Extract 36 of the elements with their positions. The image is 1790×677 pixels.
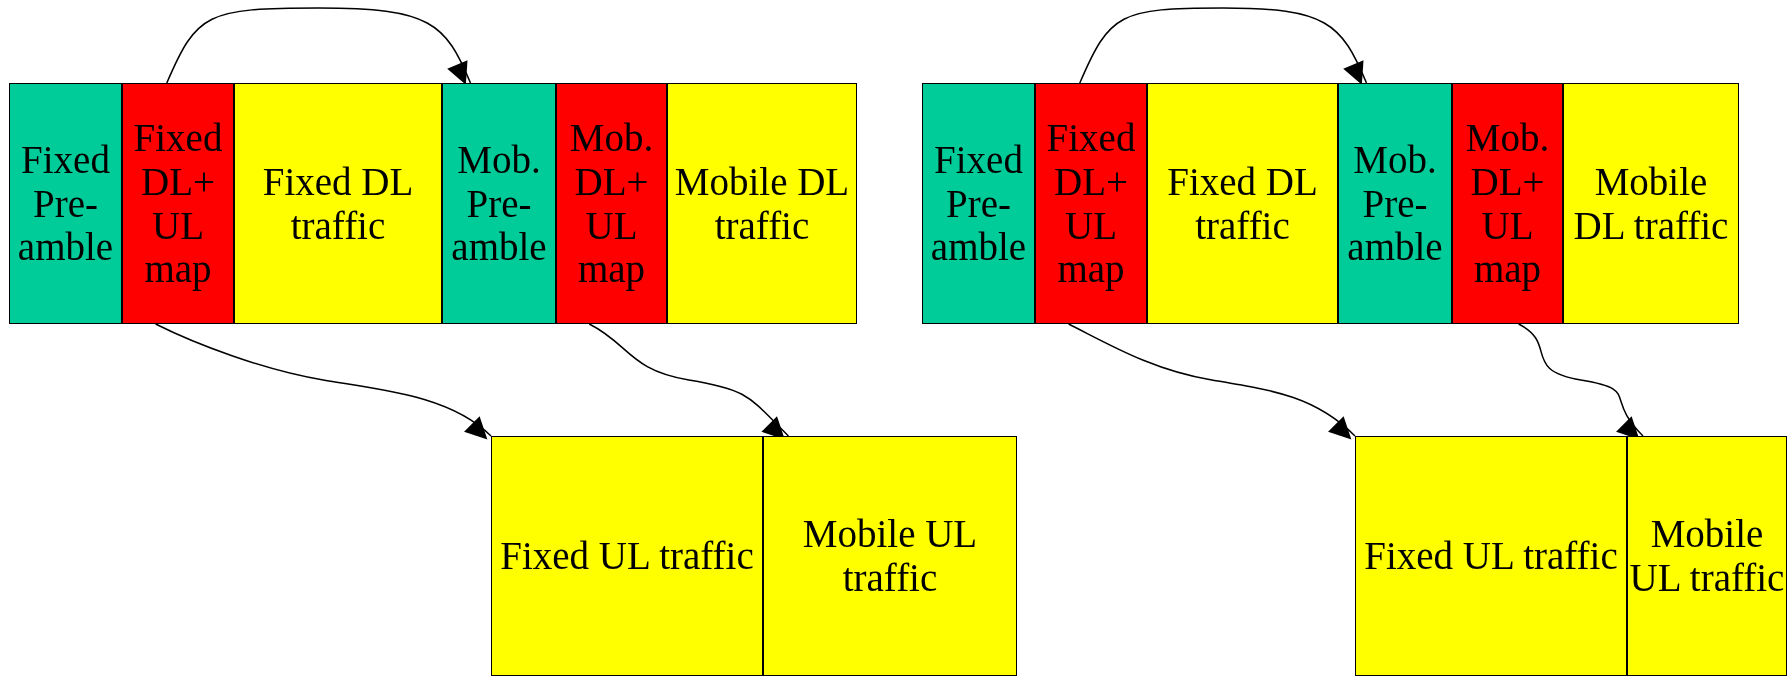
traffic-block xyxy=(1627,436,1787,676)
preamble-block xyxy=(922,83,1035,324)
traffic-block xyxy=(1355,436,1627,676)
block-label: Fixed Pre- amble xyxy=(929,138,1028,269)
block-label: Fixed DL+ UL map xyxy=(132,116,224,291)
block-label: Fixed DL traffic xyxy=(1166,159,1319,248)
block-label: Mob. Pre- amble xyxy=(1346,138,1444,269)
block-label: Fixed Pre- amble xyxy=(16,138,115,269)
block-label: Mobile DL traffic xyxy=(1572,159,1730,248)
arrow xyxy=(166,7,472,85)
arrow xyxy=(1067,323,1356,440)
map-block xyxy=(1035,83,1147,324)
map-block xyxy=(1452,83,1563,324)
block-label: Fixed DL traffic xyxy=(261,159,415,248)
map-block xyxy=(556,83,667,324)
block-label: Mob. DL+ UL map xyxy=(1464,116,1551,291)
block-label: Mobile UL traffic xyxy=(1628,512,1786,600)
preamble-block xyxy=(9,83,122,324)
block-label: Mobile DL traffic xyxy=(673,159,851,248)
traffic-block xyxy=(1147,83,1338,324)
preamble-block xyxy=(1338,83,1452,324)
map-block xyxy=(122,83,234,324)
block-label: Mobile UL traffic xyxy=(801,512,979,600)
block-label: Mob. DL+ UL map xyxy=(568,116,655,291)
block-label: Fixed UL traffic xyxy=(500,534,754,578)
traffic-block xyxy=(234,83,442,324)
traffic-block xyxy=(667,83,857,324)
block-label: Fixed UL traffic xyxy=(1364,534,1618,578)
block-label: Mob. Pre- amble xyxy=(450,138,548,269)
arrow xyxy=(154,323,492,440)
traffic-block xyxy=(763,436,1017,676)
preamble-block xyxy=(442,83,556,324)
block-label: Fixed DL+ UL map xyxy=(1045,116,1137,291)
traffic-block xyxy=(1563,83,1739,324)
arrow xyxy=(1079,7,1368,85)
traffic-block xyxy=(491,436,763,676)
